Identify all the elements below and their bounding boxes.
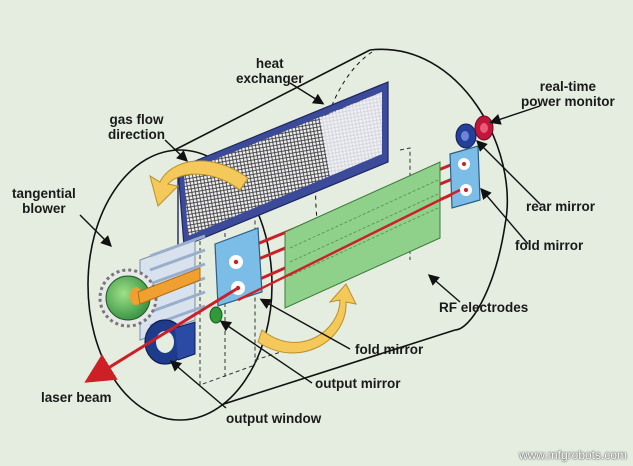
label-realtime-line2: power monitor <box>521 94 615 109</box>
output-mirror-part <box>209 306 223 324</box>
fold-mirror-rear <box>449 145 481 209</box>
label-gas-flow-line1: gas flow <box>109 112 164 127</box>
output-window-part <box>144 319 196 365</box>
rear-mirror <box>455 123 477 149</box>
heat-exchanger <box>177 81 389 247</box>
label-rear-mirror: rear mirror <box>526 199 596 214</box>
label-laser-beam: laser beam <box>41 390 112 405</box>
label-blower-line2: blower <box>22 201 66 216</box>
label-heat-exchanger-line1: heat <box>255 56 284 71</box>
watermark: www.mfgrobots.com <box>518 448 627 462</box>
label-rf-electrodes: RF electrodes <box>439 300 529 315</box>
label-gas-flow-line2: direction <box>108 127 166 142</box>
label-gas-flow-direction: gas flow direction <box>108 112 165 142</box>
gas-flow-arrow-top <box>149 160 249 207</box>
gas-flow-arrow-bottom <box>257 283 357 354</box>
label-realtime-power-monitor: real-time power monitor <box>521 79 615 109</box>
label-blower-line1: tangential <box>12 186 76 201</box>
label-heat-exchanger-line2: exchanger <box>236 71 304 86</box>
label-realtime-line1: real-time <box>539 79 597 94</box>
tangential-blower <box>98 234 206 341</box>
power-monitor <box>474 115 494 141</box>
label-output-mirror: output mirror <box>315 376 401 391</box>
output-laser-beam <box>84 286 239 383</box>
label-output-window: output window <box>226 411 322 426</box>
label-heat-exchanger: heat exchanger <box>236 56 304 86</box>
label-fold-mirror-right: fold mirror <box>515 238 584 253</box>
beam-return <box>237 188 461 302</box>
label-tangential-blower: tangential blower <box>12 186 76 216</box>
leader-lines <box>79 82 541 409</box>
label-fold-mirror-bottom: fold mirror <box>355 342 424 357</box>
rf-electrodes <box>284 161 441 309</box>
